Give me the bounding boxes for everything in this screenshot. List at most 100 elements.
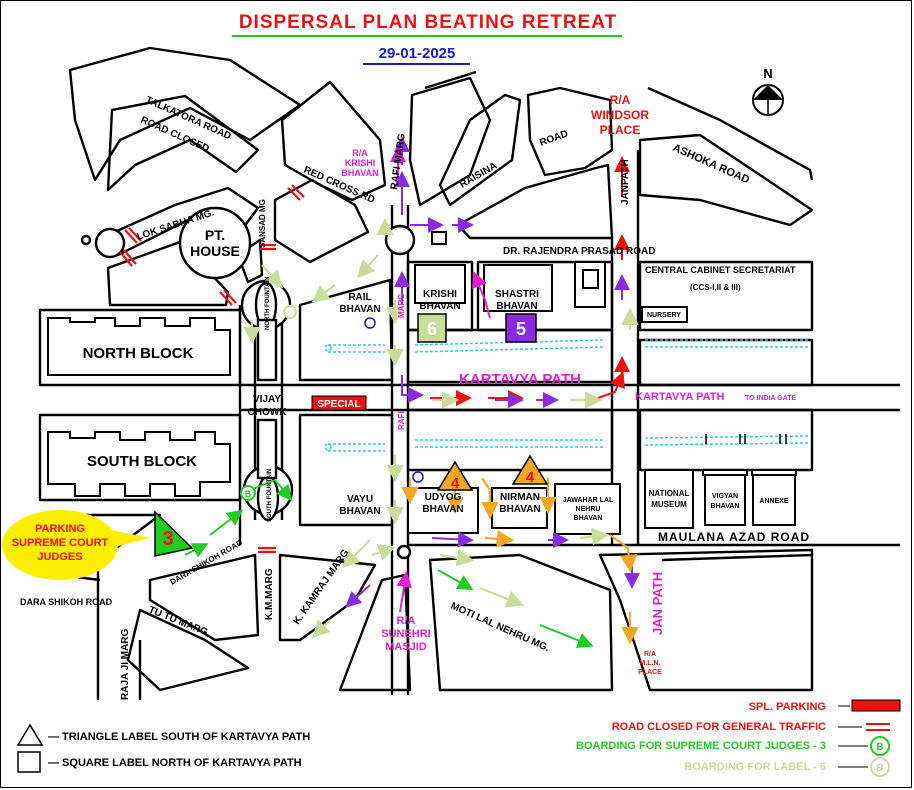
map-date: 29-01-2025 [379, 45, 456, 62]
legend-spl-parking: SPL. PARKING [749, 701, 826, 713]
maulana-azad-label: MAULANA AZAD ROAD [658, 530, 810, 544]
north-block-building [47, 317, 231, 376]
legend-road-closed: ROAD CLOSED FOR GENERAL TRAFFIC [612, 721, 826, 733]
legend-triangle-icon [16, 723, 44, 746]
udyog-bhavan-2: BHAVAN [422, 504, 463, 515]
buildings [47, 231, 797, 535]
vijay-chowk-2: CHOWK [248, 407, 288, 418]
pt-house-2: HOUSE [190, 243, 240, 259]
jawahar-bhavan-2: NEHRU [576, 506, 601, 513]
label-4a-number: 4 [451, 475, 460, 492]
rafi-marg-top-label: RAFI MARG [389, 133, 408, 191]
tu-tu-marg-label: TU TU MARG [147, 605, 210, 639]
km-marg-label: K.M.MARG [264, 568, 275, 620]
nursery-label: NURSERY [647, 312, 681, 319]
vayu-bhavan-2: BHAVAN [339, 506, 380, 517]
jan-path-bottom-label: JAN PATH [650, 572, 665, 635]
road-network [38, 46, 900, 700]
ashoka-road-label: ASHOKA ROAD [671, 142, 751, 187]
cabinet-sec-1: CENTRAL CABINET SECRETARIAT [645, 265, 796, 275]
legend-boarding-sc: BOARDING FOR SUPREME COURT JUDGES - 3 [576, 740, 826, 752]
boarding-lg-marker [283, 305, 297, 319]
pt-house-circle [178, 206, 252, 280]
vigyan-bhavan-2: BHAVAN [711, 503, 740, 510]
nirman-bhavan-2: BHAVAN [499, 504, 540, 515]
south-block-building [47, 431, 231, 497]
label-4b-number: 4 [526, 469, 535, 486]
parking-callout-3: JUDGES [37, 551, 82, 563]
ra-krishi-2: KRISHI [345, 158, 376, 168]
ra-windsor-1: R/A [610, 93, 631, 107]
road-closed-markers [119, 184, 305, 554]
kartavya-path-main-label: KARTAVYA PATH [459, 371, 581, 388]
label-6-number: 6 [427, 319, 437, 339]
legend-boarding-sc-icon [870, 736, 890, 756]
lightgreen-route-arrows [243, 217, 639, 639]
north-compass [752, 84, 784, 116]
parking-callout-1: PARKING [35, 523, 85, 535]
marg-label: MARG [397, 294, 406, 318]
triangle-label-4a [436, 460, 474, 491]
krishi-bhavan-2: BHAVAN [419, 301, 460, 312]
parking-callout-bubble [2, 510, 118, 580]
jawahar-bhavan-3: BHAVAN [574, 515, 603, 522]
rajendra-road-label: DR. RAJENDRA PRASAD ROAD [503, 246, 655, 257]
square-label-5 [505, 313, 537, 343]
compass-label: N [763, 66, 772, 81]
legend-b-sc: B [876, 742, 883, 753]
bridge-markers [705, 434, 787, 444]
legend-triangle-text: — TRIANGLE LABEL SOUTH OF KARTAVYA PATH [48, 731, 310, 743]
shastri-bhavan-2: BHAVAN [496, 301, 537, 312]
legend-square-icon [17, 751, 41, 773]
special-parking-box [311, 395, 367, 411]
boarding-b-letter: B [245, 489, 252, 499]
orange-route-arrows [401, 477, 639, 645]
raisina-label: RAISINA [458, 161, 499, 191]
legend: — TRIANGLE LABEL SOUTH OF KARTAVYA PATH … [16, 699, 901, 777]
parking-callout-2: SUPREME COURT [12, 537, 109, 549]
south-fountain-label: SOUTH FOUNTAIN [267, 469, 273, 522]
ra-sunehri-1: R/A [397, 615, 416, 627]
to-india-gate-label: TO INDIA GATE [745, 395, 797, 402]
legend-b-l6: B [876, 763, 883, 774]
udyog-bhavan-1: UDYOG [425, 492, 462, 503]
annexe-label: ANNEXE [759, 498, 789, 505]
legend-boarding-l6: BOARDING FOR LABEL - 6 [684, 761, 826, 773]
special-label: SPECIAL [317, 399, 360, 410]
legend-square-text: — SQUARE LABEL NORTH OF KARTAVYA PATH [48, 757, 302, 769]
road-label: ROAD [538, 128, 569, 148]
rail-bhavan-2: BHAVAN [339, 304, 380, 315]
ra-windsor-3: PLACE [600, 123, 641, 137]
ra-mln-2: M.L.N. [640, 660, 661, 667]
ra-mln-3: PLACE [638, 669, 662, 676]
shastri-bhavan-1: SHASTRI [495, 289, 539, 300]
purple-route-arrows [345, 136, 640, 608]
vijay-chowk-1: VIJAY [253, 394, 281, 405]
ra-mln-1: R/A [644, 651, 656, 658]
vayu-bhavan-1: VAYU [347, 494, 373, 505]
ra-sunehri-2: SUNEHRI [381, 628, 431, 640]
krishi-bhavan-1: KRISHI [423, 289, 457, 300]
label-5-number: 5 [516, 319, 526, 339]
north-block-label: NORTH BLOCK [83, 345, 194, 362]
cabinet-sec-2: (CCS-I,II & III) [690, 283, 741, 292]
triangle-label-4b [511, 454, 549, 485]
sansad-label: SANSAD MG [258, 199, 267, 248]
nirman-bhavan-1: NIRMAN [500, 492, 540, 503]
kartavya-path-right-label: KARTAVYA PATH [635, 391, 724, 403]
national-museum-2: MUSEUM [651, 500, 687, 509]
square-label-6 [417, 313, 447, 343]
legend-spl-parking-swatch [851, 699, 901, 712]
raja-ji-marg-label: RAJA JI MARG [120, 628, 131, 700]
triangle-label-3 [154, 510, 194, 557]
motilal-label: MOTI LAL NEHRU MG. [449, 601, 551, 655]
vigyan-bhavan-1: VIGYAN [712, 493, 738, 500]
canals [324, 339, 811, 452]
janpath-label: JANPATH [620, 159, 631, 205]
roundabouts [80, 206, 416, 560]
ra-krishi-1: R/A [352, 148, 368, 158]
legend-boarding-l6-icon [870, 757, 890, 777]
south-block-label: SOUTH BLOCK [87, 453, 197, 470]
rafi-label: RAFI [397, 411, 406, 430]
